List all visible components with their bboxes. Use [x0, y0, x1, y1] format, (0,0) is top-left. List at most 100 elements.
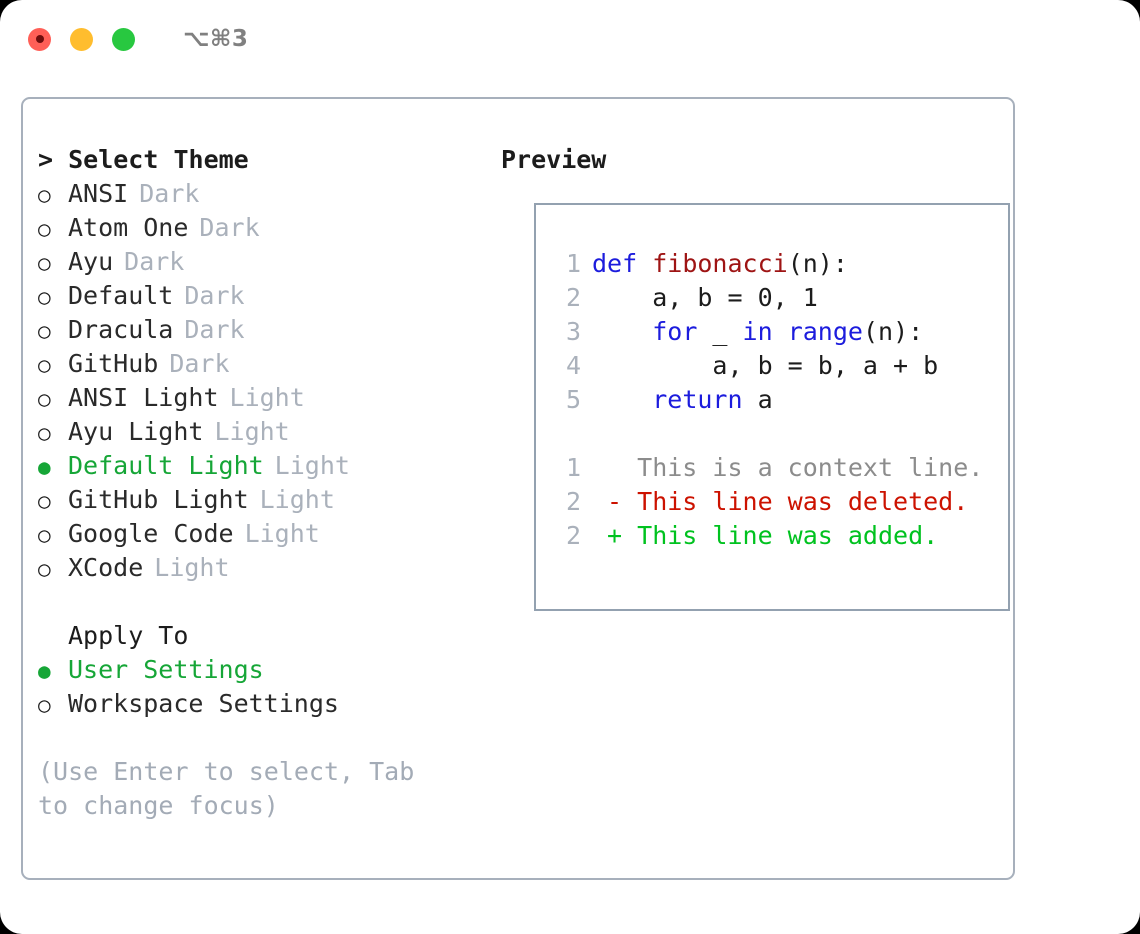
option-label: Dracula: [68, 315, 174, 344]
option-category-tag: Light: [229, 383, 305, 412]
theme-option-9[interactable]: ○ GitHub Light Light: [38, 483, 478, 517]
keyboard-hint-text: (Use Enter to select, Tab to change focu…: [38, 757, 415, 820]
preview-header: Preview: [501, 145, 607, 174]
option-label: GitHub: [68, 349, 159, 378]
code-token: in: [742, 317, 773, 346]
option-category-tag: Dark: [124, 247, 185, 276]
theme-option-8[interactable]: ● Default Light Light: [38, 449, 478, 483]
window-titlebar: ⌥⌘3: [0, 0, 1140, 78]
code-line: 2 a, b = 0, 1: [553, 281, 983, 315]
diff-line: 2 + This line was added.: [553, 519, 983, 553]
theme-option-5[interactable]: ○ GitHub Dark: [38, 347, 478, 381]
code-token: a: [742, 385, 773, 414]
code-token: a, b = 0, 1: [592, 283, 818, 312]
option-label: Default Light: [68, 451, 264, 480]
theme-option-2[interactable]: ○ Ayu Dark: [38, 245, 478, 279]
option-category-tag: Light: [274, 451, 350, 480]
theme-option-7[interactable]: ○ Ayu Light Light: [38, 415, 478, 449]
diff-line: 1 This is a context line.: [553, 451, 983, 485]
theme-option-6[interactable]: ○ ANSI Light Light: [38, 381, 478, 415]
code-token: (n):: [787, 249, 848, 278]
code-line: 1 def fibonacci(n):: [553, 247, 983, 281]
radio-empty-icon: ○: [38, 421, 51, 445]
option-category-tag: Light: [154, 553, 230, 582]
radio-empty-icon: ○: [38, 557, 51, 581]
diff-text: - This line was deleted.: [592, 487, 969, 516]
option-category-tag: Dark: [199, 213, 260, 242]
option-category-tag: Dark: [184, 281, 245, 310]
radio-empty-icon: ○: [38, 523, 51, 547]
code-token: _: [697, 317, 743, 346]
option-category-tag: Light: [214, 417, 290, 446]
code-line: 3 for _ in range(n):: [553, 315, 983, 349]
option-label: Ayu: [68, 247, 114, 276]
line-number: 2: [565, 487, 581, 516]
line-number: 3: [565, 317, 581, 346]
option-category-tag: Dark: [169, 349, 230, 378]
radio-empty-icon: ○: [38, 183, 51, 207]
option-category-tag: Light: [259, 485, 335, 514]
theme-option-11[interactable]: ○ XCode Light: [38, 551, 478, 585]
line-number: 2: [565, 521, 581, 550]
diff-line: 2 - This line was deleted.: [553, 485, 983, 519]
code-token: (n):: [862, 317, 924, 346]
option-category-tag: Dark: [139, 179, 200, 208]
code-token: fibonacci: [652, 249, 788, 278]
radio-empty-icon: ○: [38, 387, 51, 411]
apply-option-1[interactable]: ○ Workspace Settings: [38, 687, 478, 721]
theme-option-3[interactable]: ○ Default Dark: [38, 279, 478, 313]
radio-empty-icon: ○: [38, 693, 51, 717]
radio-empty-icon: ○: [38, 251, 51, 275]
diff-text: This is a context line.: [592, 453, 984, 482]
radio-empty-icon: ○: [38, 489, 51, 513]
code-token: def: [592, 249, 653, 278]
line-number: 4: [565, 351, 581, 380]
code-line: 4 a, b = b, a + b: [553, 349, 983, 383]
window-controls: [28, 27, 135, 51]
radio-empty-icon: ○: [38, 319, 51, 343]
apply-to-header: Apply To: [68, 621, 189, 650]
option-label: Google Code: [68, 519, 234, 548]
option-label: ANSI Light: [68, 383, 219, 412]
option-label: XCode: [68, 553, 144, 582]
minimize-button[interactable]: [70, 27, 93, 51]
code-token: [773, 317, 788, 346]
radio-empty-icon: ○: [38, 353, 51, 377]
apply-option-0[interactable]: ●User Settings: [38, 653, 478, 687]
code-token: range: [787, 317, 863, 346]
preview-gap: [553, 417, 983, 451]
option-label: GitHub Light: [68, 485, 249, 514]
theme-option-0[interactable]: ○ ANSI Dark: [38, 177, 478, 211]
option-label: Atom One: [68, 213, 189, 242]
line-number: 5: [565, 385, 581, 414]
code-line: 5 return a: [553, 383, 983, 417]
option-label: Default: [68, 281, 174, 310]
select-theme-header: > Select Theme: [38, 145, 249, 174]
option-category-tag: Light: [244, 519, 320, 548]
line-number: 1: [565, 249, 581, 278]
keyboard-shortcut-label: ⌥⌘3: [183, 26, 249, 52]
option-label: ANSI: [68, 179, 129, 208]
close-button[interactable]: [28, 27, 51, 51]
option-label: Workspace Settings: [68, 689, 339, 718]
theme-option-10[interactable]: ○ Google Code Light: [38, 517, 478, 551]
code-token: [592, 385, 652, 414]
code-token: for: [652, 317, 698, 346]
code-token: a, b = b, a + b: [592, 351, 939, 380]
radio-selected-icon: ●: [38, 659, 51, 683]
radio-selected-icon: ●: [38, 455, 51, 479]
option-label: Ayu Light: [68, 417, 204, 446]
radio-empty-icon: ○: [38, 285, 51, 309]
apply-to-option-list[interactable]: ●User Settings ○ Workspace Settings: [38, 653, 478, 721]
maximize-button[interactable]: [112, 27, 135, 51]
line-number: 2: [565, 283, 581, 312]
